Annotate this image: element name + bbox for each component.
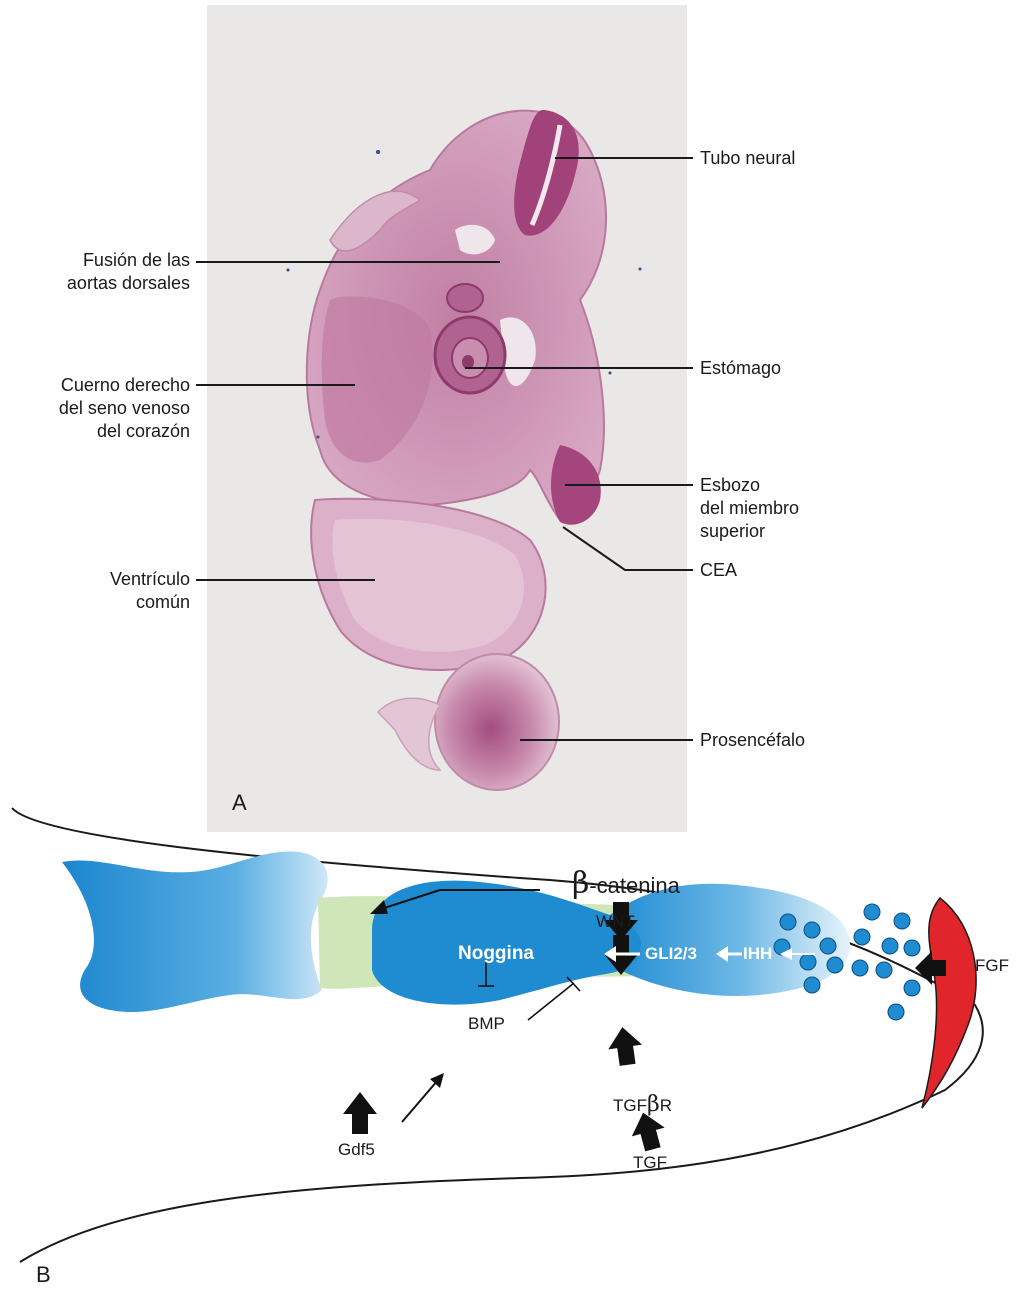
label-cuerno-derecho: Cuerno derecho del seno venoso del coraz…: [10, 374, 190, 443]
beta-symbol: β: [572, 866, 589, 901]
stomach-center: [462, 355, 474, 369]
cell-dot: [894, 913, 910, 929]
proximal-bone: [62, 852, 328, 1013]
label-tgf: TGF: [633, 1153, 667, 1173]
mesenchyme-cells: [852, 904, 920, 1020]
tgf-r-suffix: R: [660, 1096, 672, 1115]
label-wnt: WNT: [596, 912, 635, 932]
aer-ridge: [922, 898, 976, 1108]
cell-dot: [780, 914, 796, 930]
label-fusion-aortas: Fusión de las aortas dorsales: [20, 249, 190, 295]
cell-dot: [820, 938, 836, 954]
panel-a-letter: A: [232, 790, 247, 816]
catenina-text: -catenina: [589, 873, 680, 898]
gdf5-arrow: [343, 1092, 377, 1134]
cell-dot: [882, 938, 898, 954]
label-estomago: Estómago: [700, 357, 781, 380]
speck: [317, 436, 320, 439]
label-beta-catenina: β-catenina: [572, 866, 680, 901]
label-ihh: IHH: [743, 944, 772, 964]
label-fgf: FGF: [975, 956, 1009, 976]
speck: [287, 269, 290, 272]
label-tubo-neural: Tubo neural: [700, 147, 795, 170]
cell-dot: [804, 977, 820, 993]
cell-dot: [864, 904, 880, 920]
cell-dot: [904, 980, 920, 996]
label-cea: CEA: [700, 559, 737, 582]
speck: [639, 268, 642, 271]
tgf-prefix: TGF: [613, 1096, 647, 1115]
label-tgf-beta-r: TGFβR: [613, 1092, 672, 1117]
label-ventriculo-comun: Ventrículo común: [20, 568, 190, 614]
cell-dot: [876, 962, 892, 978]
cell-dot: [852, 960, 868, 976]
aorta: [447, 284, 483, 312]
speck: [609, 372, 612, 375]
cell-dot: [800, 954, 816, 970]
label-noggina: Noggina: [458, 943, 534, 965]
histology-photo: [207, 5, 687, 832]
label-esbozo-miembro: Esbozo del miembro superior: [700, 474, 799, 543]
cell-dot: [888, 1004, 904, 1020]
speck: [376, 150, 380, 154]
tgf-beta-symbol: β: [647, 1092, 660, 1117]
label-bmp: BMP: [468, 1014, 505, 1034]
label-prosencefalo: Prosencéfalo: [700, 729, 805, 752]
gdf5-to-cartilage-arrow: [402, 1080, 438, 1122]
prosencephalon: [435, 654, 559, 790]
limb-diagram: [12, 808, 983, 1262]
cell-dot: [854, 929, 870, 945]
cell-dot: [904, 940, 920, 956]
tgfbr-arrow: [606, 1025, 645, 1067]
cell-dot: [804, 922, 820, 938]
cell-dot: [827, 957, 843, 973]
label-gdf5: Gdf5: [338, 1140, 375, 1160]
label-gli2-3: GLI2/3: [645, 944, 697, 964]
panel-b-letter: B: [36, 1262, 51, 1288]
